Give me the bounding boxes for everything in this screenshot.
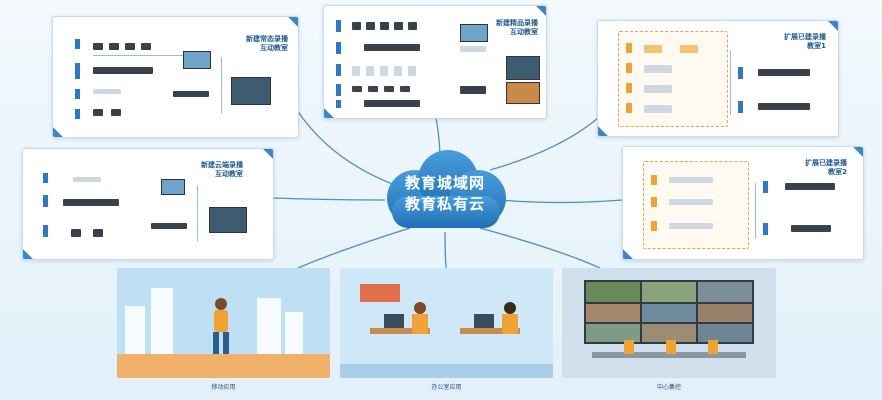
- caption-mobile: 移动应用: [211, 384, 236, 391]
- existing-classroom-box: [618, 31, 728, 127]
- recorder-device: [758, 69, 810, 76]
- recorder-device: [93, 67, 153, 74]
- camera-icon: [73, 177, 101, 182]
- camera-icon: [141, 43, 151, 50]
- card-title-line2: 互动教室: [260, 44, 288, 52]
- recorder-device: [63, 199, 119, 206]
- card-expand-2: 扩展已建录播 教室2: [622, 146, 864, 260]
- display-screen: [209, 207, 247, 233]
- person-icon: [412, 302, 428, 334]
- link-new-normal: [296, 109, 396, 186]
- person-icon: [502, 302, 518, 334]
- card-new-premium: 新建精品录播 互动教室: [323, 5, 547, 119]
- link-center: [479, 227, 601, 269]
- link-mobile: [297, 227, 411, 269]
- caption-office: 办公室应用: [431, 384, 462, 391]
- card-title-line1: 扩展已建录播: [805, 159, 847, 167]
- panel-office: [340, 268, 553, 378]
- recorder-device: [364, 44, 420, 51]
- card-title-line1: 新建云端录播: [201, 161, 243, 169]
- monitor-icon: [161, 179, 185, 195]
- camera-icon: [394, 22, 403, 30]
- card-title-line1: 新建精品录播: [496, 19, 538, 27]
- card-title-line1: 新建常态录播: [246, 35, 288, 43]
- display-screen: [506, 82, 540, 104]
- existing-classroom-box: [643, 161, 749, 249]
- link-expand-1: [489, 117, 599, 171]
- camera-icon: [93, 43, 103, 50]
- video-wall-illustration: [584, 280, 754, 358]
- card-title-line2: 教室1: [807, 42, 826, 50]
- camera-icon: [352, 22, 361, 30]
- caption-center: 中心集控: [656, 384, 681, 391]
- camera-icon: [408, 22, 417, 30]
- card-expand-1: 扩展已建录播 教室1: [597, 20, 839, 137]
- card-title-line2: 教室2: [828, 168, 847, 176]
- camera-icon: [380, 22, 389, 30]
- camera-icon: [366, 22, 375, 30]
- card-title-line2: 互动教室: [510, 28, 538, 36]
- card-title-line2: 互动教室: [215, 170, 243, 178]
- cloud-title: 教育城域网 教育私有云: [378, 172, 512, 214]
- link-expand-2: [499, 199, 623, 204]
- panel-mobile: [117, 268, 330, 378]
- recorder-device: [785, 183, 835, 190]
- display-screen: [506, 56, 540, 80]
- monitor-icon: [183, 51, 211, 69]
- display-screen: [231, 77, 271, 105]
- camera-icon: [125, 43, 135, 50]
- card-title-line1: 扩展已建录播: [784, 33, 826, 41]
- link-new-cloud: [272, 197, 386, 201]
- person-icon: [213, 298, 229, 354]
- link-office: [444, 231, 447, 269]
- camera-icon: [109, 43, 119, 50]
- panel-center: [562, 268, 776, 378]
- card-new-cloud: 新建云端录播 互动教室: [22, 148, 274, 260]
- cloud-line-2: 教育私有云: [404, 195, 485, 213]
- city-illustration: [117, 288, 330, 378]
- card-new-normal: 新建常态录播 互动教室: [52, 16, 299, 138]
- cloud-icon: [387, 150, 506, 228]
- monitor-icon: [460, 24, 488, 42]
- cloud-line-1: 教育城域网: [404, 174, 485, 192]
- office-illustration: [340, 284, 553, 378]
